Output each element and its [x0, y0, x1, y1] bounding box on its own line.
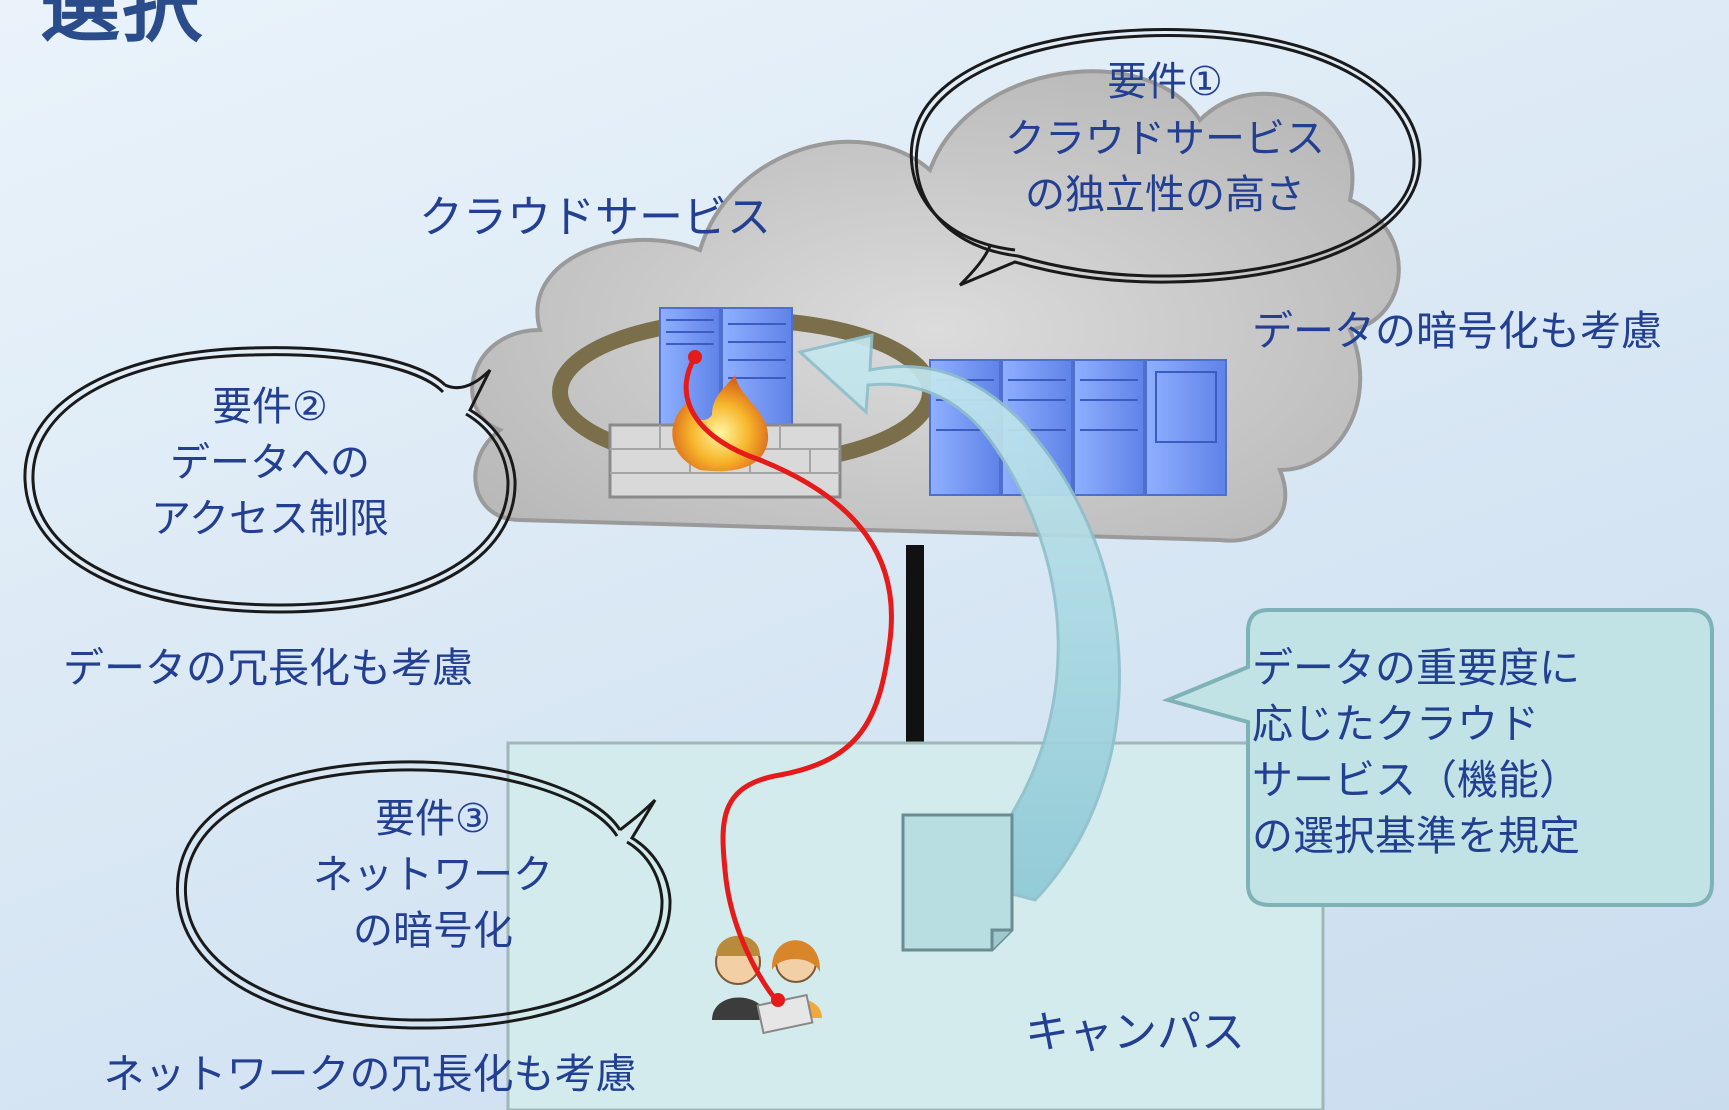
firewall-icon [608, 375, 842, 499]
requirement-1-line-3: の独立性の高さ [1025, 172, 1305, 218]
callout-text: データの重要度に 応じたクラウド サービス（機能） の選択基準を規定 [1252, 640, 1682, 864]
network-redundancy-note: ネットワークの冗長化も考慮 [104, 1050, 637, 1098]
encryption-note: データの暗号化も考慮 [1252, 307, 1662, 355]
path-endpoint [771, 993, 785, 1007]
requirement-3-line-2: ネットワーク [313, 852, 553, 898]
path-endpoint [688, 350, 702, 364]
requirement-2-line-2: データへの [170, 440, 370, 486]
users-icon [712, 935, 822, 1035]
server-rack-icon [929, 359, 1227, 496]
network-link [906, 545, 924, 745]
callout-line: 応じたクラウド [1252, 700, 1539, 748]
page-title-fragment: 選択 [40, 0, 204, 53]
requirement-3-bubble [175, 760, 672, 1030]
requirement-1-line-2: クラウドサービス [1005, 116, 1325, 162]
requirement-2-title: 要件② [212, 384, 328, 430]
campus-label: キャンパス [1025, 1007, 1245, 1058]
selection-criteria-callout [1161, 608, 1714, 907]
cloud-label: クラウドサービス [419, 192, 771, 243]
requirement-3-title: 要件③ [375, 796, 491, 842]
secure-network-path [683, 355, 894, 1002]
callout-line: データの重要度に [1252, 644, 1580, 692]
selection-arrow [796, 333, 1121, 902]
data-redundancy-note: データの冗長化も考慮 [63, 644, 473, 692]
callout-line: の選択基準を規定 [1252, 812, 1580, 860]
requirement-2-line-3: アクセス制限 [151, 496, 389, 542]
callout-line: サービス（機能） [1252, 756, 1580, 804]
document-icon [901, 813, 1014, 952]
requirement-1-title: 要件① [1107, 59, 1223, 105]
requirement-3-line-3: の暗号化 [353, 908, 513, 954]
requirement-2-bubble [23, 346, 517, 614]
requirement-1-bubble [909, 28, 1422, 287]
